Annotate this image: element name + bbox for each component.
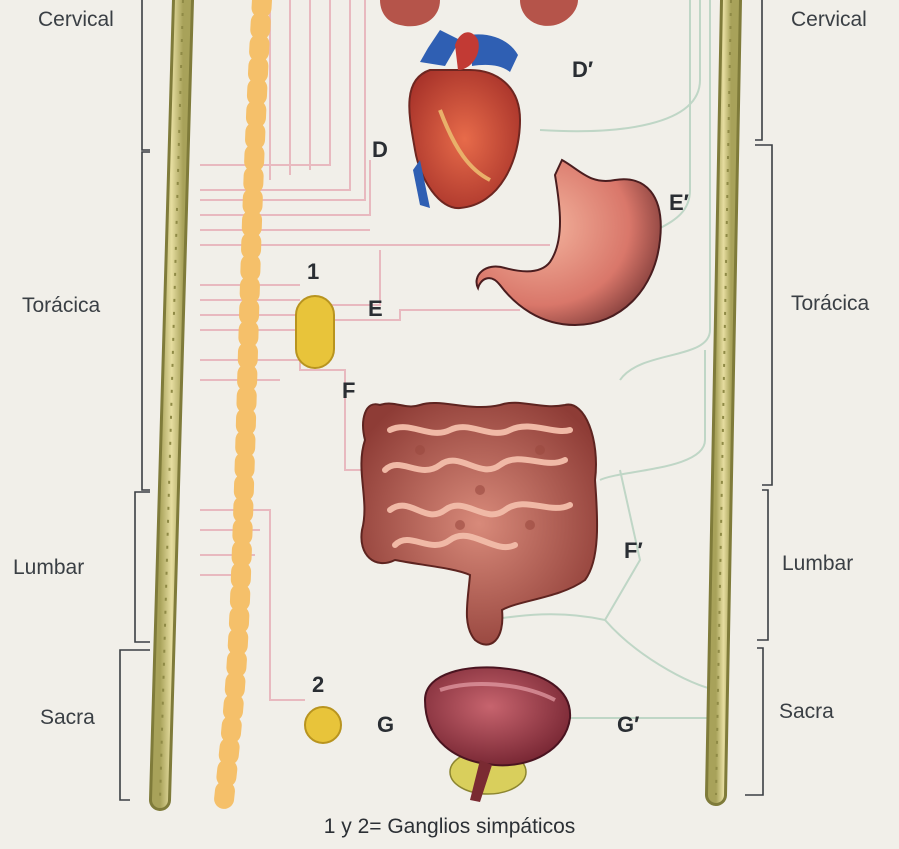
large-intestine [361,403,597,645]
parasympathetic-label-d: D′ [572,57,593,83]
right-label-lumbar: Lumbar [782,552,853,576]
parasympathetic-nerves [490,0,720,718]
right-spinal-cord [716,0,731,795]
right-label-toracica: Torácica [791,292,869,316]
right-label-cervical: Cervical [791,8,867,32]
right-label-sacra: Sacra [779,700,834,724]
parasympathetic-label-e: E′ [669,190,689,216]
left-label-sacra: Sacra [40,706,95,730]
right-region-brackets [745,0,772,795]
ganglion-1 [296,296,334,368]
sympathetic-label-e: E [368,296,383,322]
lungs-partial [380,0,578,26]
left-label-lumbar: Lumbar [13,556,84,580]
urinary-bladder [425,667,570,802]
left-spinal-cord [160,0,183,800]
parasympathetic-label-g: G′ [617,712,639,738]
left-label-toracica: Torácica [22,294,100,318]
ganglion-2 [305,707,341,743]
sympathetic-label-f: F [342,378,355,404]
heart [409,30,520,208]
stomach [477,160,661,325]
ganglion-1-number: 1 [307,259,319,285]
left-region-brackets [120,0,150,800]
sympathetic-chain [224,0,262,800]
sympathetic-label-g: G [377,712,394,738]
caption: 1 y 2= Ganglios simpáticos [0,815,899,839]
left-label-cervical: Cervical [38,8,114,32]
parasympathetic-label-f: F′ [624,538,643,564]
sympathetic-label-d: D [372,137,388,163]
ganglion-2-number: 2 [312,672,324,698]
